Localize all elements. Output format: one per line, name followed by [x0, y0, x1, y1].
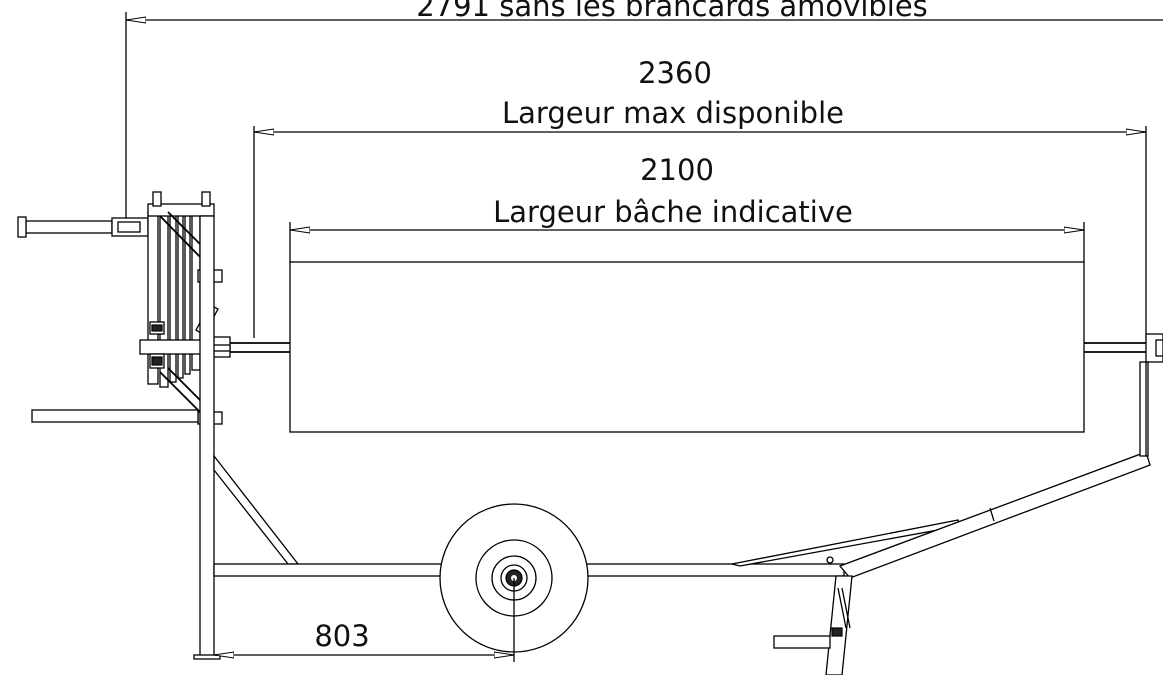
tarp-roll-body: [289, 261, 1085, 433]
side-bar-left: [31, 409, 199, 423]
dimension-max-width: 2360 Largeur max disponible: [253, 56, 1147, 338]
dimension-tarp-width-label: Largeur bâche indicative: [493, 195, 853, 229]
dimension-wheel-offset-value: 803: [314, 619, 369, 653]
dimension-max-width-value: 2360: [638, 56, 712, 90]
dimension-wheel-offset: 803: [214, 578, 515, 662]
dimension-tarp-width: 2100 Largeur bâche indicative: [289, 153, 1085, 262]
dimension-max-width-label: Largeur max disponible: [502, 96, 844, 130]
vertical-post: [199, 215, 215, 659]
tarp-roll: [230, 261, 1163, 433]
dimension-overall: 2791 sans les brancards amovibles: [125, 0, 1163, 224]
drawbar: [838, 451, 1151, 579]
crank-handle: [17, 216, 149, 238]
dimension-overall-text: 2791 sans les brancards amovibles: [416, 0, 928, 23]
dimension-tarp-width-value: 2100: [640, 153, 714, 187]
winding-mechanism: [139, 191, 231, 425]
